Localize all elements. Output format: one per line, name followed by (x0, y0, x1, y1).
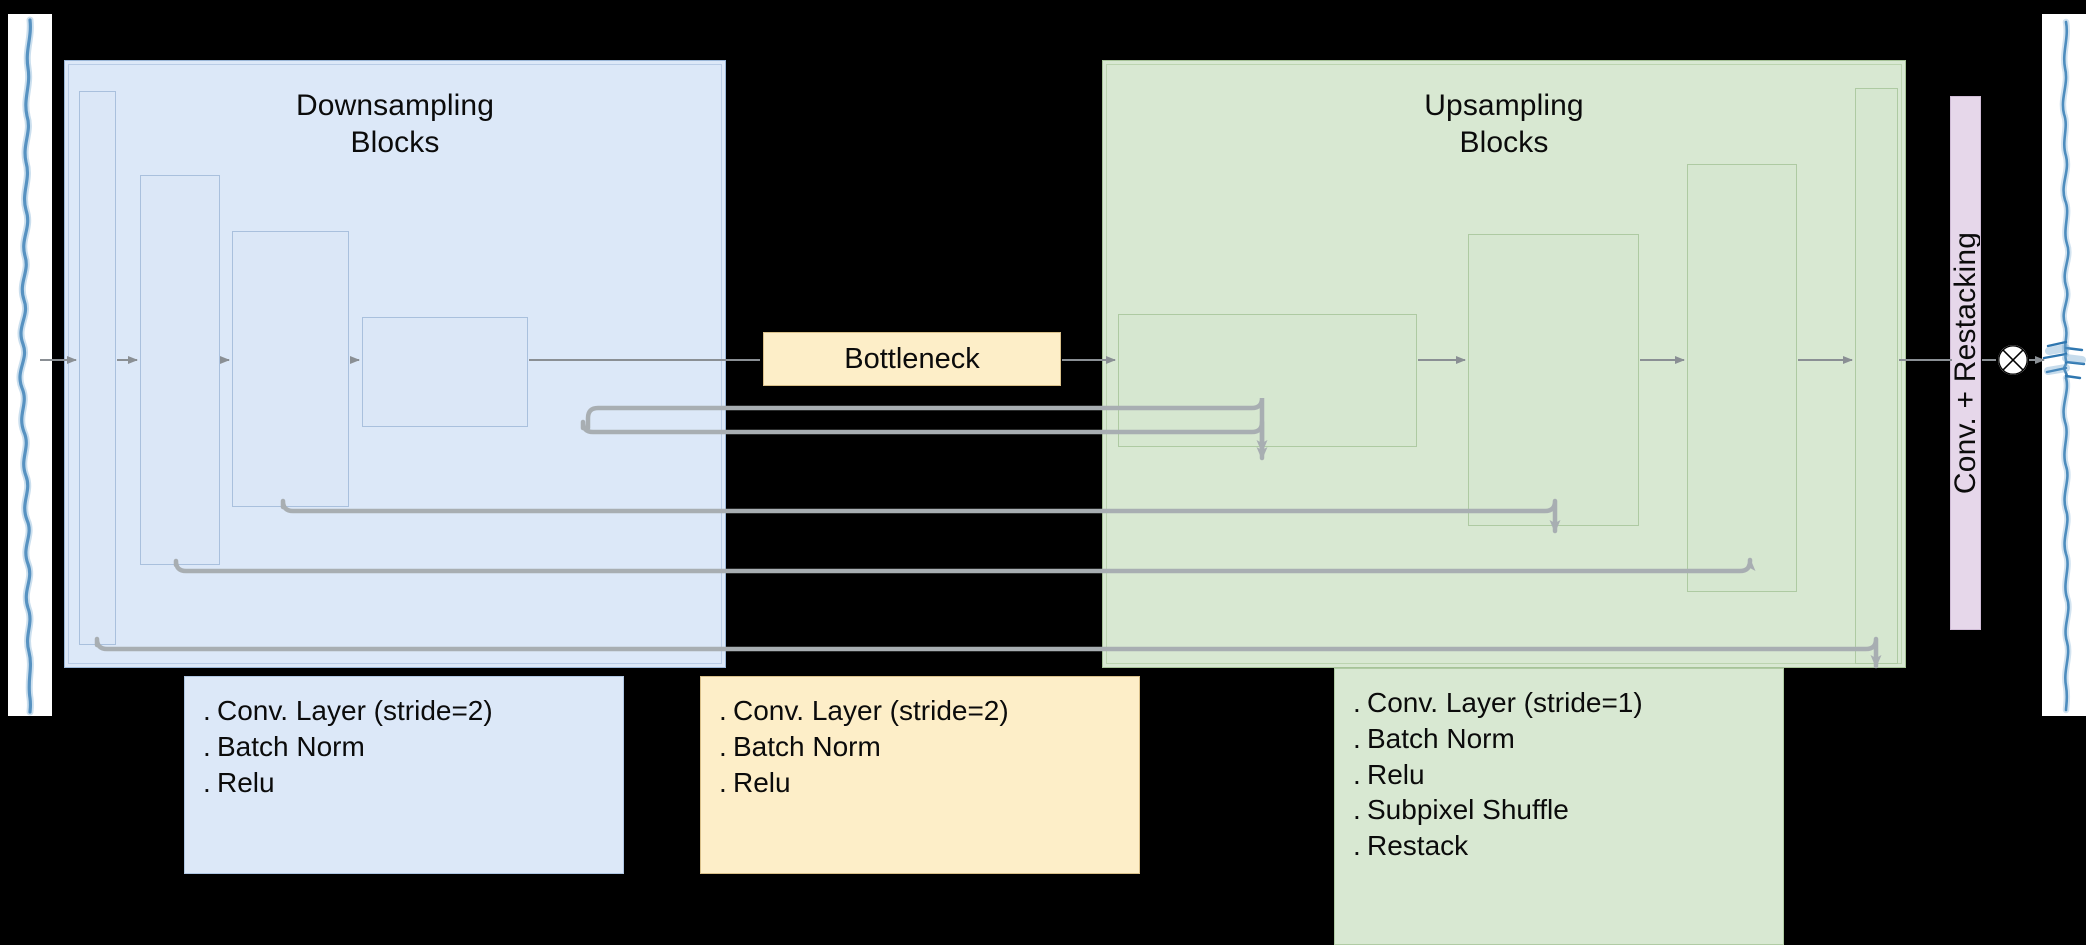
bullet-icon: . (1353, 722, 1361, 754)
upsampling-title: Upsampling Blocks (1424, 89, 1584, 159)
input-waveform (16, 16, 34, 716)
legend-item-label: Relu (733, 766, 791, 798)
upsample-block-2 (1468, 234, 1639, 526)
bottleneck-label: Bottleneck (844, 342, 980, 375)
legend-item: .Batch Norm (203, 729, 605, 765)
legend-item-label: Relu (217, 766, 275, 798)
legend-item-label: Subpixel Shuffle (1367, 794, 1569, 826)
legend-item: .Subpixel Shuffle (1353, 792, 1765, 828)
bullet-icon: . (203, 766, 211, 798)
legend-item: .Batch Norm (1353, 721, 1765, 757)
downsampling-legend-list: .Conv. Layer (stride=2) .Batch Norm .Rel… (203, 693, 605, 800)
bullet-icon: . (1353, 758, 1361, 790)
legend-item-label: Relu (1367, 758, 1425, 790)
legend-item: .Conv. Layer (stride=1) (1353, 685, 1765, 721)
legend-item-label: Batch Norm (1367, 722, 1515, 754)
downsample-block-4 (362, 317, 528, 427)
bullet-icon: . (719, 695, 727, 726)
legend-item-label: Batch Norm (733, 730, 881, 762)
upsample-block-3 (1687, 164, 1797, 592)
downsampling-legend-card: .Conv. Layer (stride=2) .Batch Norm .Rel… (184, 676, 624, 874)
bottleneck-block: Bottleneck (763, 332, 1061, 386)
legend-item: .Relu (719, 765, 1121, 801)
bullet-icon: . (203, 730, 211, 762)
legend-item: .Relu (203, 765, 605, 801)
bullet-icon: . (203, 695, 211, 726)
conv-restacking-block: Conv. + Restacking (1950, 96, 1981, 630)
downsample-block-2 (140, 175, 220, 565)
legend-item-label: Conv. Layer (stride=2) (733, 695, 1009, 726)
downsample-block-1 (79, 91, 116, 645)
upsampling-legend-list: .Conv. Layer (stride=1) .Batch Norm .Rel… (1353, 685, 1765, 864)
bottleneck-legend-list: .Conv. Layer (stride=2) .Batch Norm .Rel… (719, 693, 1121, 800)
bullet-icon: . (1353, 687, 1361, 718)
downsampling-title: Downsampling Blocks (296, 89, 494, 159)
bullet-icon: . (1353, 830, 1361, 862)
bullet-icon: . (1353, 794, 1361, 826)
downsample-block-3 (232, 231, 349, 507)
legend-item-label: Conv. Layer (stride=1) (1367, 687, 1643, 718)
output-waveform (2042, 18, 2086, 714)
legend-item: .Relu (1353, 757, 1765, 793)
upsample-block-1 (1118, 314, 1417, 447)
input-waveform-panel (8, 14, 52, 716)
legend-item-label: Conv. Layer (stride=2) (217, 695, 493, 726)
output-waveform-panel (2042, 14, 2086, 716)
bullet-icon: . (719, 766, 727, 798)
legend-item: .Restack (1353, 828, 1765, 864)
conv-restacking-label: Conv. + Restacking (1950, 231, 1981, 495)
legend-item-label: Batch Norm (217, 730, 365, 762)
legend-item: .Batch Norm (719, 729, 1121, 765)
upsampling-legend-card: .Conv. Layer (stride=1) .Batch Norm .Rel… (1334, 668, 1784, 945)
multiply-circle-icon (1998, 345, 2028, 375)
upsample-block-4 (1855, 88, 1898, 664)
bullet-icon: . (719, 730, 727, 762)
legend-item: .Conv. Layer (stride=2) (203, 693, 605, 729)
bottleneck-legend-card: .Conv. Layer (stride=2) .Batch Norm .Rel… (700, 676, 1140, 874)
legend-item-label: Restack (1367, 830, 1469, 862)
legend-item: .Conv. Layer (stride=2) (719, 693, 1121, 729)
multiply-glyph (1998, 345, 2028, 375)
